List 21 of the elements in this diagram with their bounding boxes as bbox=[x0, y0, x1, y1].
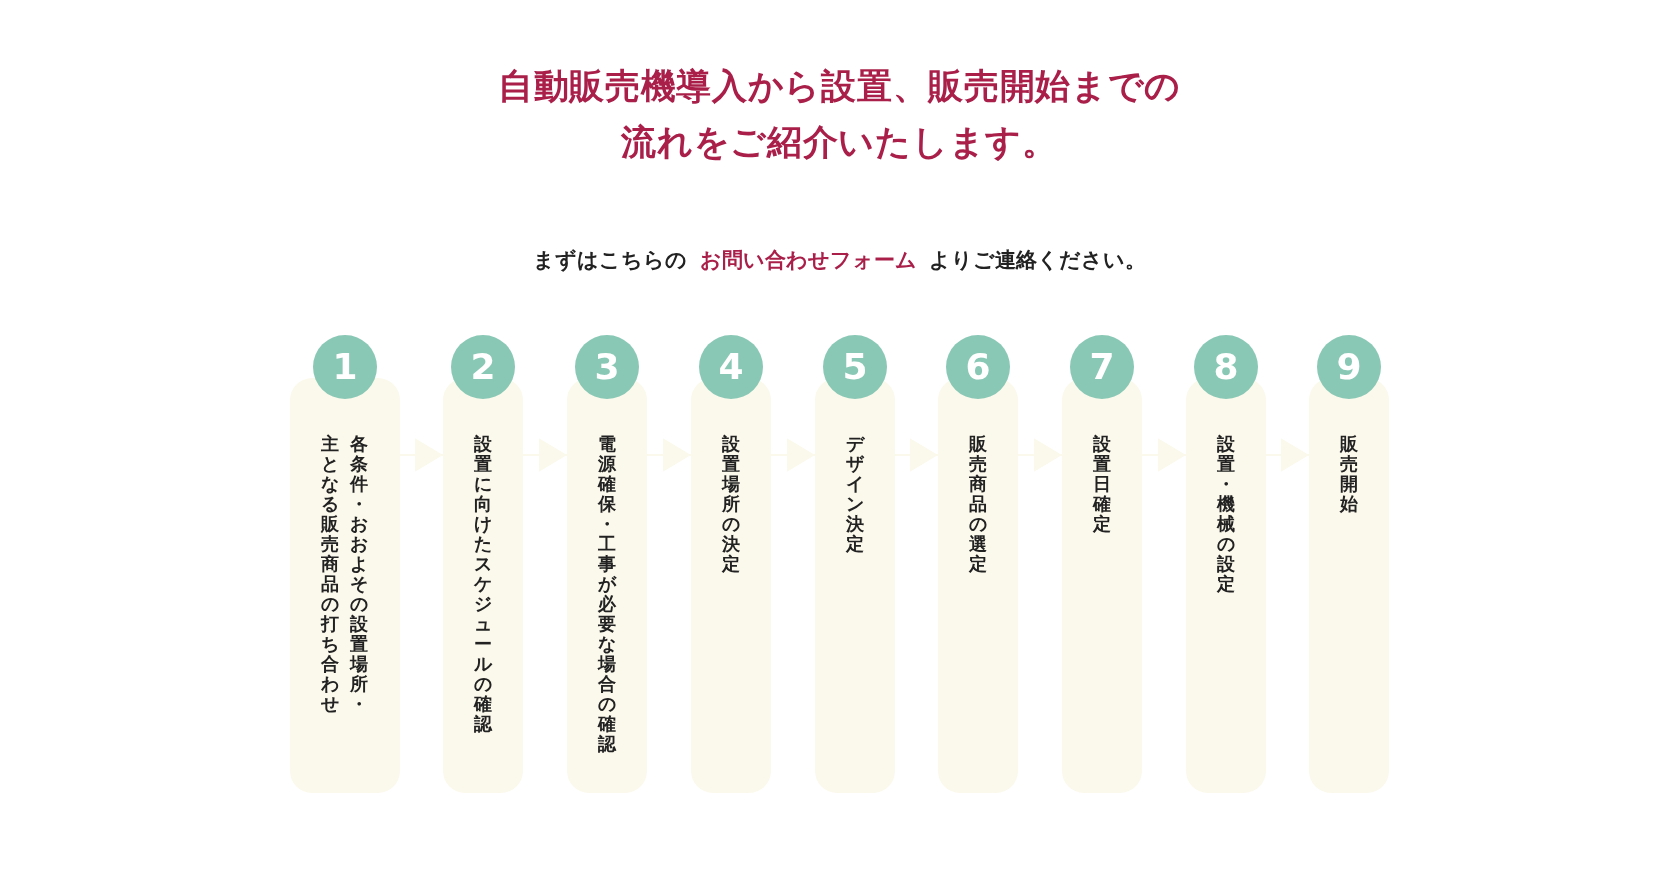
heading: 自動販売機導入から設置、販売開始までの流れをご紹介いたします。 bbox=[496, 65, 1183, 164]
step-number: 6 bbox=[946, 335, 1010, 399]
step-text: 販売商品の選定 bbox=[968, 434, 988, 574]
step-text: 設置に向けたスケジュールの確認 bbox=[473, 434, 493, 734]
step-text: 販売開始 bbox=[1339, 434, 1359, 514]
step-number: 8 bbox=[1194, 335, 1258, 399]
step-text: 設置日確定 bbox=[1092, 434, 1112, 534]
step-text: デザイン決定 bbox=[845, 434, 865, 554]
step-number: 5 bbox=[823, 335, 887, 399]
step-text: 設置場所の決定 bbox=[721, 434, 741, 574]
step-text: 電源確保・工事が必要な場合の確認 bbox=[597, 434, 617, 754]
step-number: 7 bbox=[1070, 335, 1134, 399]
instruction-text: まずはこちらの お問い合わせフォーム よりご連絡ください。 bbox=[531, 247, 1148, 274]
step-text: 設置・機械の設定 bbox=[1216, 434, 1236, 594]
step-number: 1 bbox=[313, 335, 377, 399]
step-number: 3 bbox=[575, 335, 639, 399]
step-number: 9 bbox=[1317, 335, 1381, 399]
step-number: 2 bbox=[451, 335, 515, 399]
step-number: 4 bbox=[699, 335, 763, 399]
form-link: お問い合わせフォーム bbox=[699, 248, 917, 272]
step-text: 各条件・おおよその設置場所・主となる販売商品の打ち合わせ bbox=[320, 434, 370, 714]
